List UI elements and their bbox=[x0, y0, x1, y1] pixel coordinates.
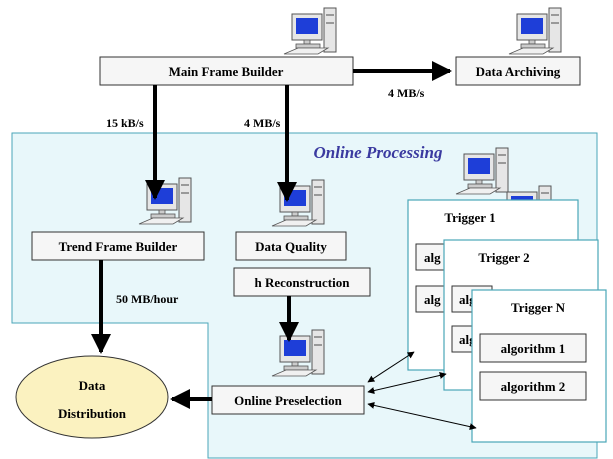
computer-icon bbox=[283, 7, 337, 55]
trigger-n-label: Trigger N bbox=[511, 300, 566, 315]
data-distribution-ellipse bbox=[15, 355, 169, 439]
algorithm-1-box bbox=[479, 333, 587, 363]
rate-to-trend: 15 kB/s bbox=[106, 116, 144, 130]
data-archiving-label: Data Archiving bbox=[476, 64, 561, 79]
data-archiving-box bbox=[455, 56, 581, 86]
trigger-2-label: Trigger 2 bbox=[478, 250, 529, 265]
link-trigger-n bbox=[367, 401, 477, 431]
algorithm-2-box bbox=[479, 371, 587, 401]
algorithm-2-label: algorithm 2 bbox=[501, 379, 566, 394]
main-frame-builder-label: Main Frame Builder bbox=[169, 64, 284, 79]
reconstruction-box bbox=[233, 267, 371, 297]
algorithm-1-label: algorithm 1 bbox=[501, 341, 566, 356]
rate-to-distribution: 50 MB/hour bbox=[116, 292, 179, 306]
online-processing-title: Online Processing bbox=[314, 143, 443, 162]
trigger-1-label: Trigger 1 bbox=[444, 210, 495, 225]
data-distribution-label-line1: Data bbox=[79, 378, 106, 393]
trend-frame-builder-label: Trend Frame Builder bbox=[59, 239, 178, 254]
trend-frame-builder-box bbox=[31, 231, 205, 261]
data-distribution-label-line2: Distribution bbox=[58, 406, 127, 421]
online-preselection-box bbox=[211, 385, 365, 415]
data-quality-label: Data Quality bbox=[255, 239, 327, 254]
trigger-1-algorithm-label: alg bbox=[424, 250, 441, 265]
rate-to-quality: 4 MB/s bbox=[244, 116, 281, 130]
online-preselection-label: Online Preselection bbox=[234, 393, 342, 408]
link-trigger-2 bbox=[367, 372, 447, 394]
trigger-n-panel bbox=[471, 289, 607, 443]
data-quality-box bbox=[235, 231, 347, 261]
reconstruction-label: h Reconstruction bbox=[255, 275, 351, 290]
rate-to-archiving: 4 MB/s bbox=[388, 86, 425, 100]
trigger-1-algorithm-label: alg bbox=[424, 292, 441, 307]
computer-icon bbox=[508, 7, 562, 55]
main-frame-builder-box bbox=[99, 56, 354, 86]
